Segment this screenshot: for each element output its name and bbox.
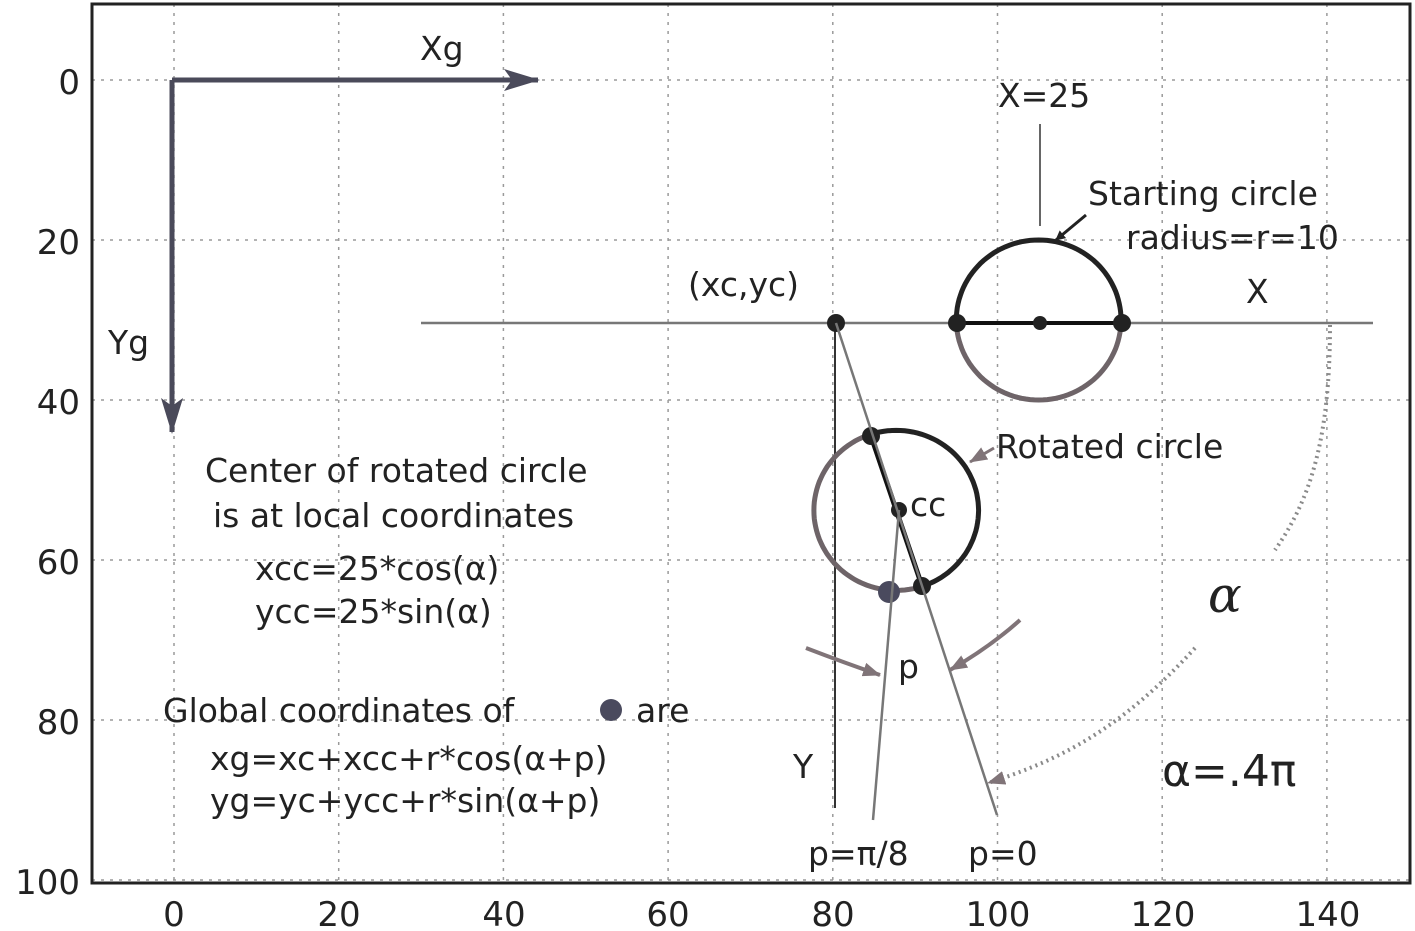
p-angle-arrow-left bbox=[805, 646, 881, 677]
x-tick-labels: 0 20 40 60 80 100 120 140 bbox=[163, 895, 1360, 931]
tracked-point-legend-dot bbox=[600, 699, 622, 721]
x-tick-label: 60 bbox=[646, 895, 689, 931]
starting-circle-lower-arc bbox=[953, 319, 1124, 403]
rotated-circle-dark-arc bbox=[870, 427, 982, 589]
alpha-angle-arc bbox=[1273, 324, 1332, 552]
x-tick-label: 80 bbox=[811, 895, 854, 931]
ray-p-pi8 bbox=[871, 509, 901, 821]
local-x-label: X bbox=[1246, 272, 1269, 311]
p-label: p bbox=[898, 647, 919, 686]
p-pi8-label: p=π/8 bbox=[808, 834, 909, 873]
alpha-value-label: α=.4π bbox=[1162, 746, 1296, 797]
yg-label: Yg bbox=[107, 323, 149, 362]
global-text-line-1: Global coordinates of bbox=[163, 691, 516, 730]
xg-equation: xg=xc+xcc+r*cos(α+p) bbox=[210, 739, 607, 778]
x-tick-label: 140 bbox=[1296, 895, 1361, 931]
x-tick-label: 40 bbox=[482, 895, 525, 931]
starting-circle-leader bbox=[1055, 213, 1087, 242]
y-tick-label: 60 bbox=[37, 543, 80, 583]
ray-p-zero bbox=[834, 322, 999, 816]
plot-frame bbox=[90, 2, 1412, 885]
x-tick-label: 100 bbox=[966, 895, 1031, 931]
tracked-point-dot bbox=[878, 581, 900, 603]
grid bbox=[92, 4, 1410, 883]
x25-label: X=25 bbox=[998, 76, 1090, 115]
y-tick-label: 40 bbox=[37, 383, 80, 423]
center-text-line-1: Center of rotated circle bbox=[205, 451, 588, 490]
rotated-circle-label: Rotated circle bbox=[996, 427, 1223, 466]
center-text-line-2: is at local coordinates bbox=[213, 496, 574, 535]
p-zero-label: p=0 bbox=[968, 834, 1038, 873]
xg-label: Xg bbox=[420, 29, 464, 68]
starting-circle-label: Starting circle bbox=[1088, 174, 1318, 213]
starting-circle-radius-label: radius=r=10 bbox=[1126, 218, 1339, 257]
y-tick-label: 0 bbox=[58, 63, 80, 103]
starting-circle-point bbox=[948, 314, 966, 332]
y-tick-labels: 0 20 40 60 80 100 bbox=[15, 63, 80, 903]
x-tick-label: 20 bbox=[317, 895, 360, 931]
x-tick-label: 0 bbox=[163, 895, 185, 931]
yg-equation: yg=yc+ycc+r*sin(α+p) bbox=[210, 781, 600, 820]
y-tick-label: 20 bbox=[37, 223, 80, 263]
starting-circle-upper-arc bbox=[953, 237, 1124, 321]
rotated-circle-leader bbox=[969, 446, 995, 464]
x-tick-label: 120 bbox=[1131, 895, 1196, 931]
starting-circle-point bbox=[1113, 314, 1131, 332]
local-y-label: Y bbox=[792, 747, 814, 786]
y-tick-label: 100 bbox=[15, 863, 80, 903]
origin-label: (xc,yc) bbox=[688, 265, 799, 304]
starting-circle-center bbox=[1033, 316, 1047, 330]
xcc-equation: xcc=25*cos(α) bbox=[255, 549, 499, 588]
alpha-angle-arc-lower bbox=[987, 646, 1197, 785]
cc-label: cc bbox=[910, 485, 946, 524]
p-angle-arrow-right bbox=[949, 618, 1022, 672]
global-text-line-1b: are bbox=[636, 691, 689, 730]
ycc-equation: ycc=25*sin(α) bbox=[255, 592, 492, 631]
alpha-label: α bbox=[1208, 566, 1242, 624]
y-tick-label: 80 bbox=[37, 703, 80, 743]
